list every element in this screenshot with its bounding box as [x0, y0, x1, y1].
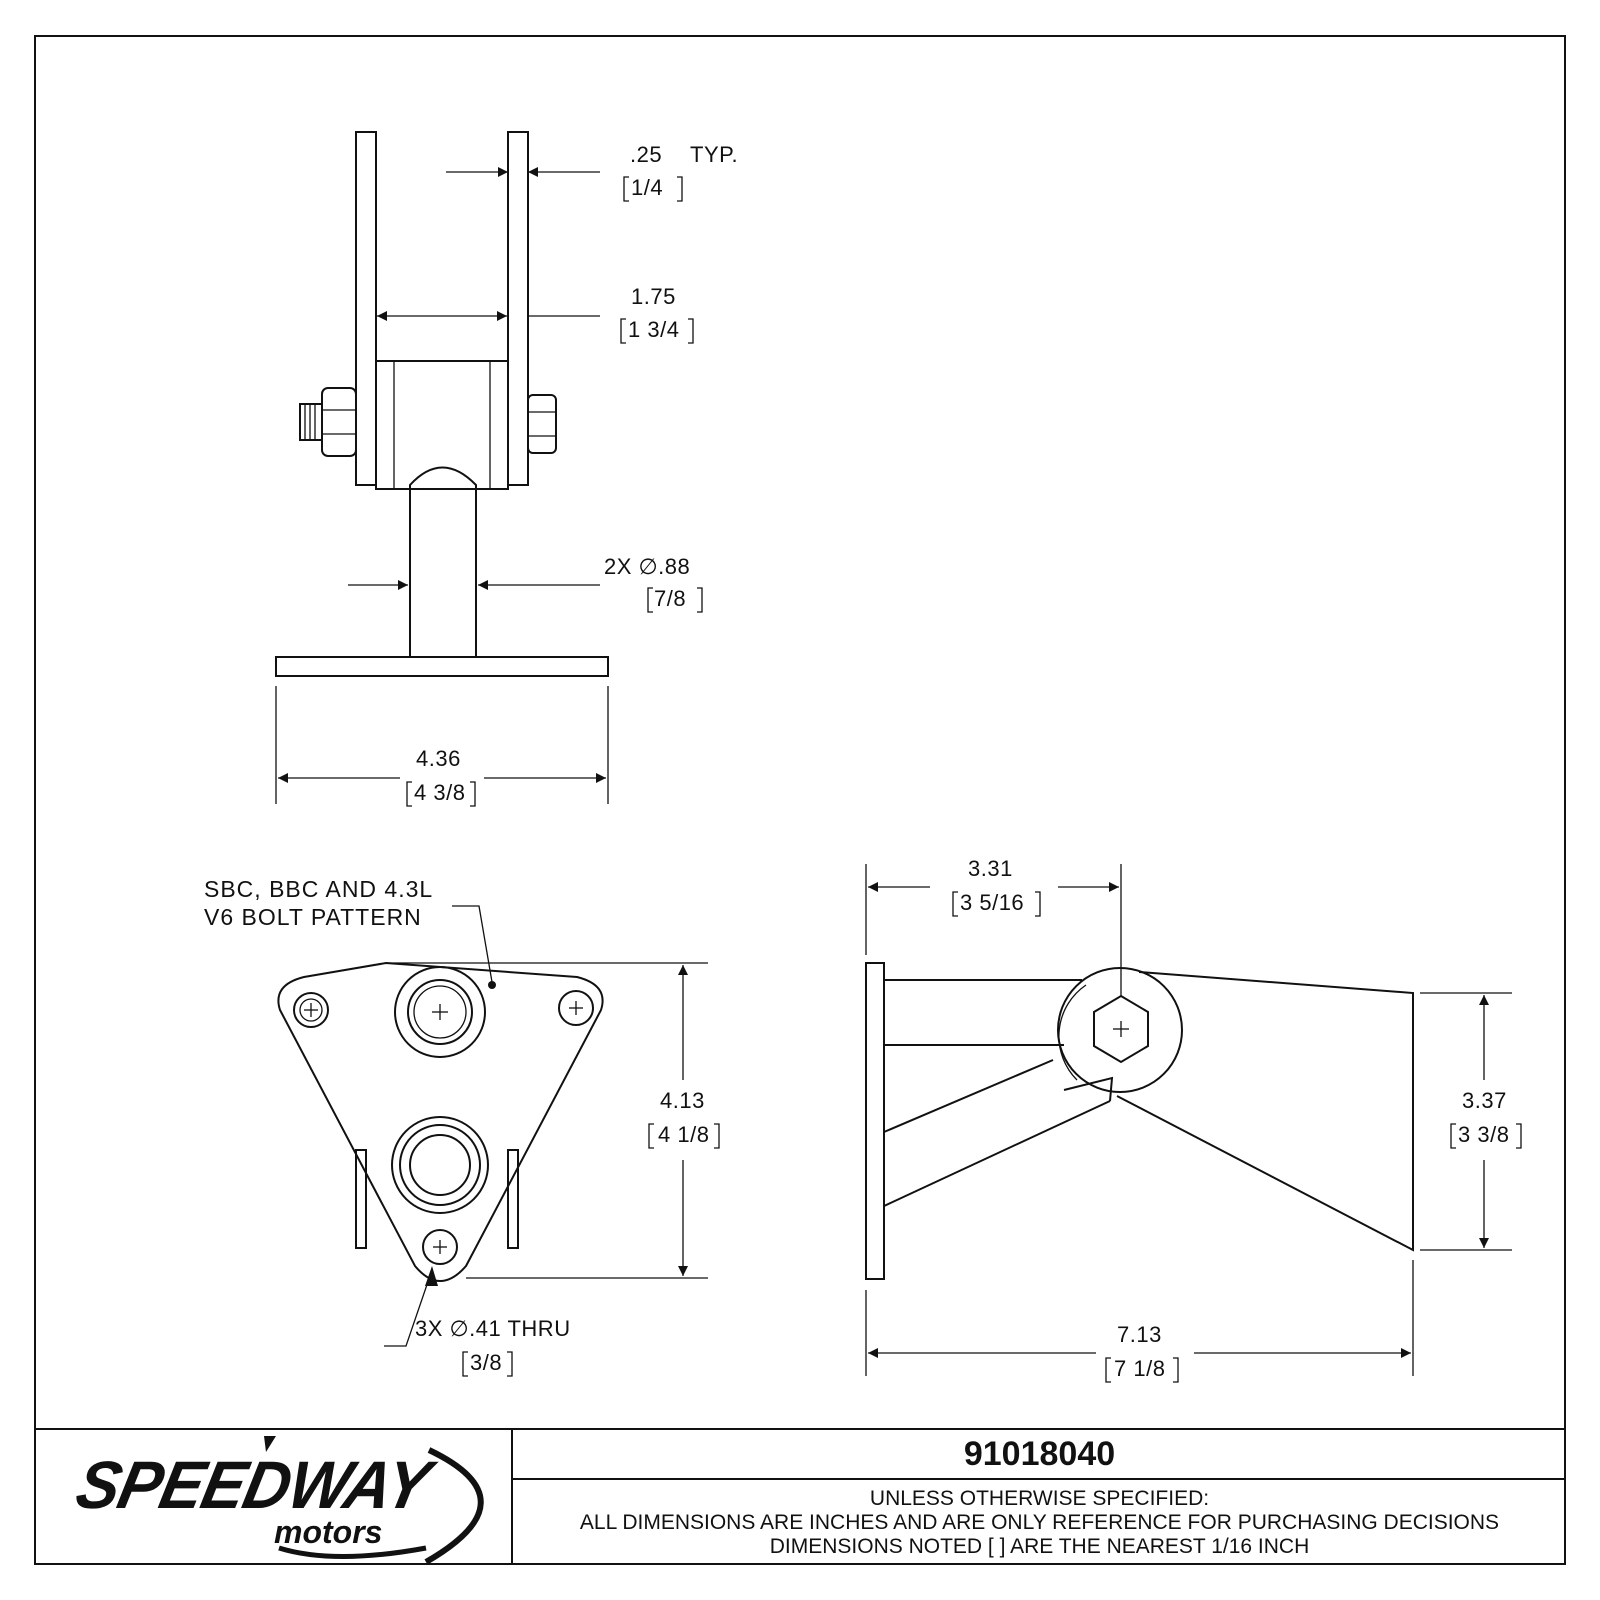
left-side-plate — [355, 131, 377, 486]
note-line-3: DIMENSIONS NOTED [ ] ARE THE NEAREST 1/1… — [769, 1534, 1310, 1558]
dimension-notes: UNLESS OTHERWISE SPECIFIED: ALL DIMENSIO… — [513, 1480, 1566, 1565]
lower-bushing — [391, 1116, 489, 1214]
side-view: 3.31 3 5/16 3.37 3 3/8 7.13 7 1/8 — [865, 856, 1522, 1383]
dim-bottom-height: 4.13 — [660, 1088, 705, 1113]
dim-bottom-height-fraction: 4 1/8 — [658, 1122, 709, 1147]
bottom-view: SBC, BBC AND 4.3L V6 BOLT PATTERN 4.13 4… — [204, 876, 720, 1377]
dim-plate-height: 3.37 — [1462, 1088, 1507, 1113]
drawing-frame — [34, 35, 1566, 1565]
dim-plate-spacing: 1.75 — [631, 284, 676, 309]
technical-drawing: .25 TYP. 1/4 1.75 1 3/4 2X ∅.88 7/8 4.36… — [204, 131, 1522, 1383]
bolt-pattern-note-line1: SBC, BBC AND 4.3L — [204, 876, 433, 902]
side-plate-left-edge — [355, 1149, 367, 1249]
right-side-plate — [507, 131, 529, 486]
upper-bushing — [394, 966, 486, 1058]
bolt-pattern-note-line2: V6 BOLT PATTERN — [204, 904, 422, 930]
dim-tube-diameter: 2X ∅.88 — [604, 554, 690, 579]
mount-tube — [409, 466, 477, 657]
bolt-hole-left — [293, 992, 329, 1028]
company-logo: SPEEDWAY motors — [34, 1430, 513, 1565]
bolt-hole-right — [558, 990, 594, 1026]
dim-holes-fraction: 3/8 — [470, 1350, 502, 1375]
side-base-plate — [865, 962, 885, 1280]
mount-plate-outline — [277, 961, 604, 1282]
upper-side-plate — [1116, 971, 1414, 1252]
dim-pivot-offset-fraction: 3 5/16 — [960, 890, 1024, 915]
note-line-2: ALL DIMENSIONS ARE INCHES AND ARE ONLY R… — [579, 1510, 1500, 1534]
dim-tube-diameter-fraction: 7/8 — [654, 586, 686, 611]
dim-plate-height-fraction: 3 3/8 — [1458, 1122, 1509, 1147]
part-number: 91018040 — [513, 1430, 1566, 1480]
bolt-hole-bottom — [422, 1229, 458, 1265]
logo-subtext: motors — [274, 1514, 383, 1550]
front-view: .25 TYP. 1/4 1.75 1 3/4 2X ∅.88 7/8 4.36… — [275, 131, 738, 807]
dim-pivot-offset: 3.31 — [968, 856, 1013, 881]
logo-wordmark: SPEEDWAY — [69, 1447, 437, 1523]
dim-plate-thickness: .25 — [630, 142, 662, 167]
bushing-body — [375, 360, 509, 490]
dim-base-width-fraction: 4 3/8 — [414, 780, 465, 805]
base-plate — [275, 656, 609, 677]
side-plate-right-edge — [507, 1149, 519, 1249]
dim-plate-thickness-fraction: 1/4 — [631, 175, 663, 200]
dim-holes: 3X ∅.41 THRU — [415, 1316, 571, 1341]
title-block: SPEEDWAY motors 91018040 UNLESS OTHERWIS… — [34, 1428, 1566, 1565]
dim-base-width: 4.36 — [416, 746, 461, 771]
pivot-bolt-hex — [1093, 994, 1149, 1064]
dim-plate-thickness-typ: TYP. — [690, 142, 738, 167]
nut-left — [299, 387, 357, 457]
bolt-head-right — [527, 394, 557, 454]
logo-swoosh — [264, 1436, 484, 1565]
dim-plate-spacing-fraction: 1 3/4 — [628, 317, 679, 342]
pivot-bushing — [1057, 967, 1183, 1093]
dim-overall-length-fraction: 7 1/8 — [1114, 1356, 1165, 1381]
dim-overall-length: 7.13 — [1117, 1322, 1162, 1347]
note-line-1: UNLESS OTHERWISE SPECIFIED: — [869, 1486, 1210, 1510]
